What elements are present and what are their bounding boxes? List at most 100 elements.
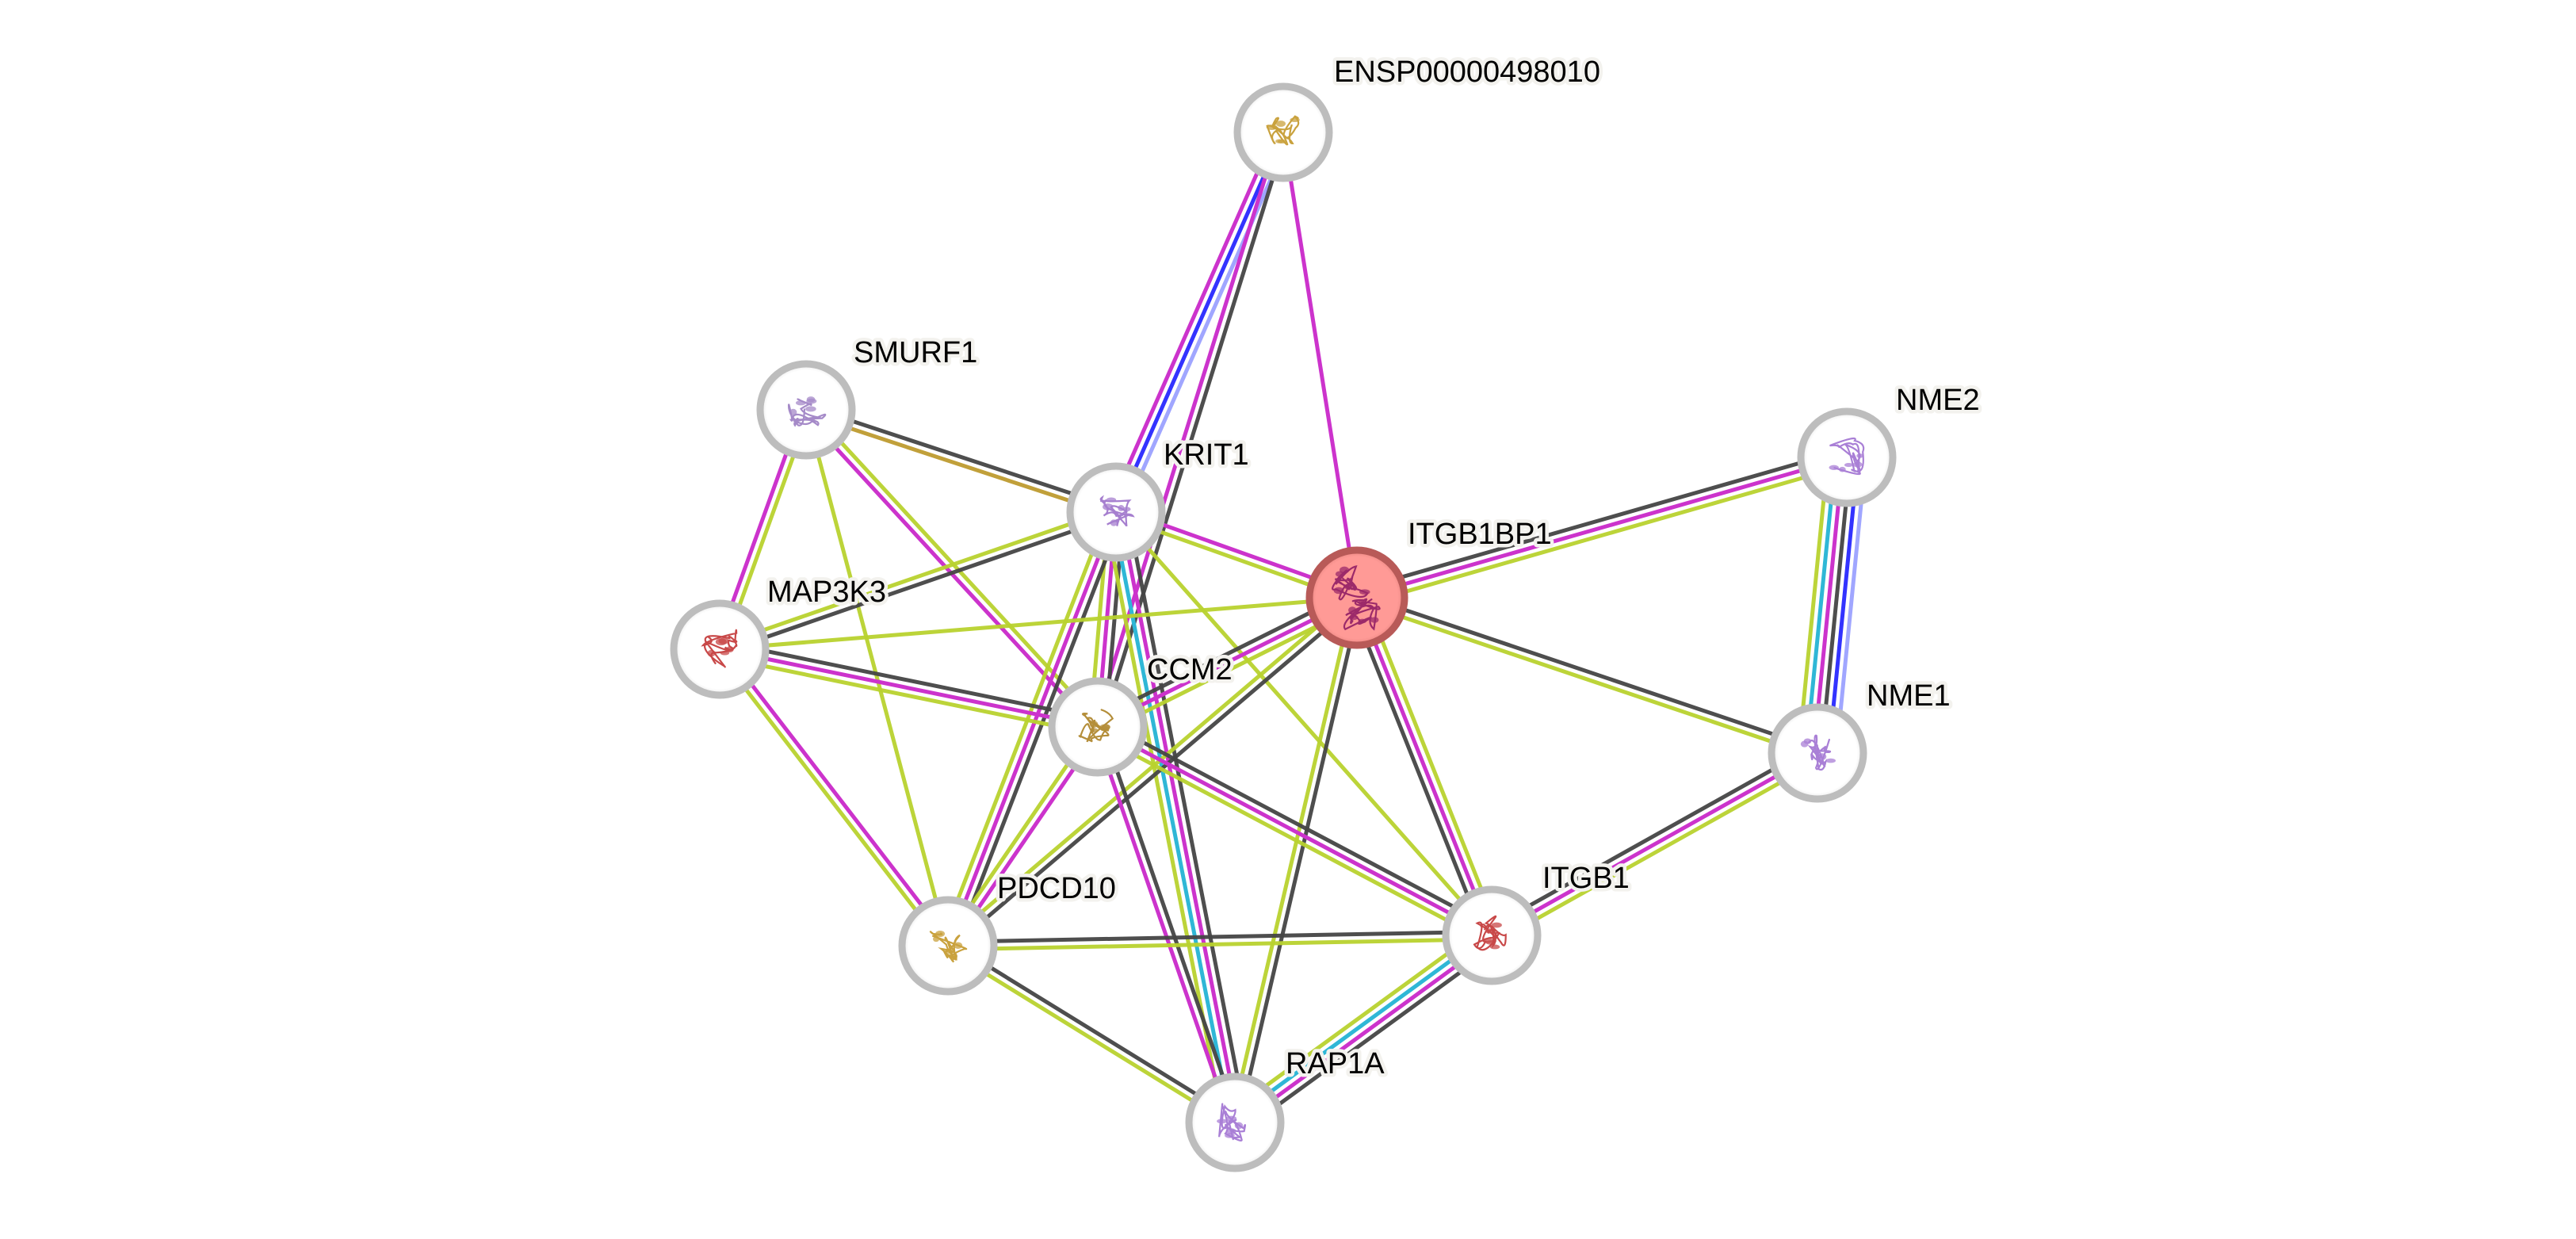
edge-evidence-textmining: [944, 593, 1356, 945]
edge-evidence-experiments: [1236, 936, 1496, 1127]
edges-layer: [714, 128, 1868, 1134]
edge-evidence-textmining: [938, 508, 1111, 944]
edge-itgb1bp1-rap1a[interactable]: [1229, 596, 1363, 1124]
edge-evidence-textmining: [715, 650, 947, 950]
edge-evidence-textmining: [717, 654, 1097, 736]
node-itgb1[interactable]: [1442, 885, 1542, 985]
node-label-ccm2: CCM2: [1147, 653, 1233, 686]
edge-pdcd10-rap1a[interactable]: [945, 940, 1238, 1128]
edge-krit1-map3k3[interactable]: [717, 507, 1118, 655]
protein-structure-icon: [1473, 915, 1507, 951]
edge-itgb1bp1-nme2[interactable]: [1354, 448, 1850, 607]
edge-evidence-neighborhood: [1114, 131, 1286, 514]
node-itgb1bp1[interactable]: [1305, 546, 1408, 649]
edge-evidence-experiments: [1811, 457, 1845, 753]
edge-nme1-itgb1[interactable]: [1487, 744, 1822, 944]
edge-itgb1-rap1a[interactable]: [1227, 924, 1500, 1134]
edge-evidence-database: [1231, 931, 1491, 1122]
node-label-krit1: KRIT1: [1164, 438, 1249, 472]
protein-structure-icon: [1829, 437, 1865, 476]
node-circle[interactable]: [898, 896, 998, 996]
edge-evidence-gene-fusion: [1834, 459, 1868, 755]
node-rap1a[interactable]: [1185, 1073, 1285, 1172]
node-smurf1[interactable]: [756, 360, 856, 460]
protein-structure-icon: [1078, 709, 1114, 743]
edge-evidence-textmining: [1093, 732, 1489, 944]
node-circle[interactable]: [1797, 407, 1897, 507]
edge-evidence-textmining: [1358, 462, 1850, 607]
edge-evidence-coexpression: [1236, 598, 1363, 1124]
node-circle[interactable]: [670, 599, 770, 699]
edge-evidence-coexpression: [1354, 448, 1846, 593]
node-map3k3[interactable]: [670, 599, 770, 699]
edge-ccm2-itgb1[interactable]: [1093, 718, 1496, 944]
node-label-nme1: NME1: [1867, 679, 1951, 713]
edge-nme2-nme1[interactable]: [1796, 455, 1868, 755]
edge-map3k3-ccm2[interactable]: [717, 640, 1100, 736]
edge-krit1-itgb1[interactable]: [1114, 511, 1493, 937]
edge-evidence-textmining: [1114, 511, 1493, 937]
edge-evidence-experiments: [720, 645, 953, 945]
labels-layer: ENSP00000498010SMURF1KRIT1ITGB1BP1NME2MA…: [764, 52, 1984, 1084]
edge-evidence-coexpression: [953, 514, 1126, 950]
edge-smurf1-pdcd10[interactable]: [804, 409, 950, 946]
edge-evidence-database: [1804, 456, 1838, 752]
edge-itgb1bp1-itgb1[interactable]: [1347, 594, 1501, 939]
edge-evidence-experiments: [801, 411, 1097, 731]
node-nme1[interactable]: [1768, 703, 1867, 803]
edge-evidence-coexpression: [949, 940, 1238, 1122]
edge-evidence-coexpression: [806, 404, 1118, 511]
edge-itgb1bp1-nme1[interactable]: [1355, 592, 1820, 759]
node-ccm2[interactable]: [1048, 677, 1148, 777]
edge-map3k3-pdcd10[interactable]: [715, 645, 953, 950]
protein-structure-icon: [929, 930, 968, 963]
edge-ccm2-rap1a[interactable]: [1092, 725, 1240, 1125]
node-ensp00000498010[interactable]: [1233, 82, 1333, 182]
protein-structure-icon: [1099, 495, 1135, 527]
edge-evidence-coexpression: [1357, 592, 1820, 751]
node-nme2[interactable]: [1797, 407, 1897, 507]
node-circle[interactable]: [1305, 546, 1408, 649]
protein-structure-icon: [1800, 734, 1836, 771]
edge-evidence-experiments: [719, 647, 1099, 729]
edge-evidence-experiments: [1356, 455, 1848, 600]
protein-structure-icon: [1343, 598, 1381, 631]
edge-itgb1bp1-map3k3[interactable]: [719, 595, 1358, 652]
edge-evidence-experiments: [1092, 130, 1282, 727]
edge-evidence-coexpression: [1487, 744, 1815, 931]
edge-smurf1-krit1[interactable]: [804, 404, 1118, 518]
node-circle[interactable]: [1442, 885, 1542, 985]
node-label-nme2: NME2: [1896, 384, 1980, 417]
edge-evidence-coexpression: [720, 640, 1100, 722]
edge-evidence-textmining: [804, 409, 950, 946]
node-label-pdcd10: PDCD10: [997, 872, 1116, 905]
protein-structure-icon: [701, 629, 738, 668]
edge-evidence-coexpression: [949, 598, 1361, 950]
node-circle[interactable]: [1233, 82, 1333, 182]
node-krit1[interactable]: [1066, 462, 1166, 562]
node-pdcd10[interactable]: [898, 896, 998, 996]
nodes-layer: [670, 82, 1897, 1172]
edge-itgb1bp1-pdcd10[interactable]: [944, 593, 1361, 950]
node-label-itgb1: ITGB1: [1542, 862, 1630, 895]
node-label-rap1a: RAP1A: [1286, 1047, 1385, 1080]
edge-ensp00000498010-krit1[interactable]: [1107, 128, 1292, 516]
edge-evidence-experiments: [1092, 727, 1233, 1125]
edge-evidence-coexpression: [1099, 725, 1240, 1122]
edge-evidence-textmining: [945, 946, 1234, 1128]
edge-evidence-coexpression: [1819, 457, 1853, 754]
edge-evidence-textmining: [1227, 924, 1487, 1115]
edge-pdcd10-itgb1[interactable]: [947, 929, 1492, 952]
edge-evidence-coexpression: [1347, 599, 1487, 939]
edge-evidence-coexpression: [947, 929, 1492, 944]
edge-evidence-neighborhood: [1826, 458, 1860, 755]
edge-ensp00000498010-itgb1bp1[interactable]: [1281, 132, 1359, 598]
protein-structure-icon: [1217, 1103, 1247, 1141]
edge-evidence-experiments: [946, 511, 1118, 946]
edge-evidence-homology: [804, 411, 1116, 518]
edge-evidence-experiments: [1355, 597, 1494, 936]
node-label-smurf1: SMURF1: [854, 336, 977, 369]
edge-evidence-coexpression: [720, 514, 1118, 655]
edge-evidence-experiments: [1107, 128, 1278, 511]
edge-krit1-pdcd10[interactable]: [938, 508, 1126, 950]
